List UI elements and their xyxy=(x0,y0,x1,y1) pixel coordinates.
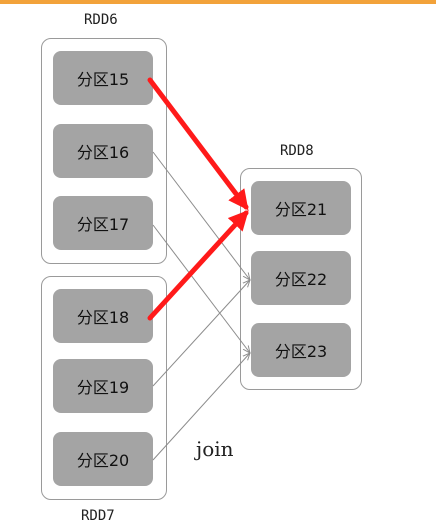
partition-19: 分区19 xyxy=(53,359,153,413)
edge-p17-p23 xyxy=(152,224,250,353)
edge-p19-p22 xyxy=(152,280,250,387)
partition-18: 分区18 xyxy=(53,289,153,343)
edge-p20-p23 xyxy=(152,353,250,461)
rdd8-label: RDD8 xyxy=(280,143,314,159)
partition-21: 分区21 xyxy=(251,181,351,235)
partition-17: 分区17 xyxy=(53,196,153,250)
edge-p15-p21-highlight xyxy=(147,77,249,211)
partition-23: 分区23 xyxy=(251,323,351,377)
partition-20: 分区20 xyxy=(53,432,153,486)
top-accent-strip xyxy=(0,0,436,4)
join-operation-label: join xyxy=(196,437,234,461)
edge-p18-p21-highlight xyxy=(147,210,249,321)
partition-15: 分区15 xyxy=(53,51,153,105)
rdd7-label: RDD7 xyxy=(81,508,115,524)
partition-16: 分区16 xyxy=(53,124,153,178)
partition-22: 分区22 xyxy=(251,251,351,305)
edge-p16-p22 xyxy=(152,151,250,280)
rdd6-label: RDD6 xyxy=(84,12,118,28)
